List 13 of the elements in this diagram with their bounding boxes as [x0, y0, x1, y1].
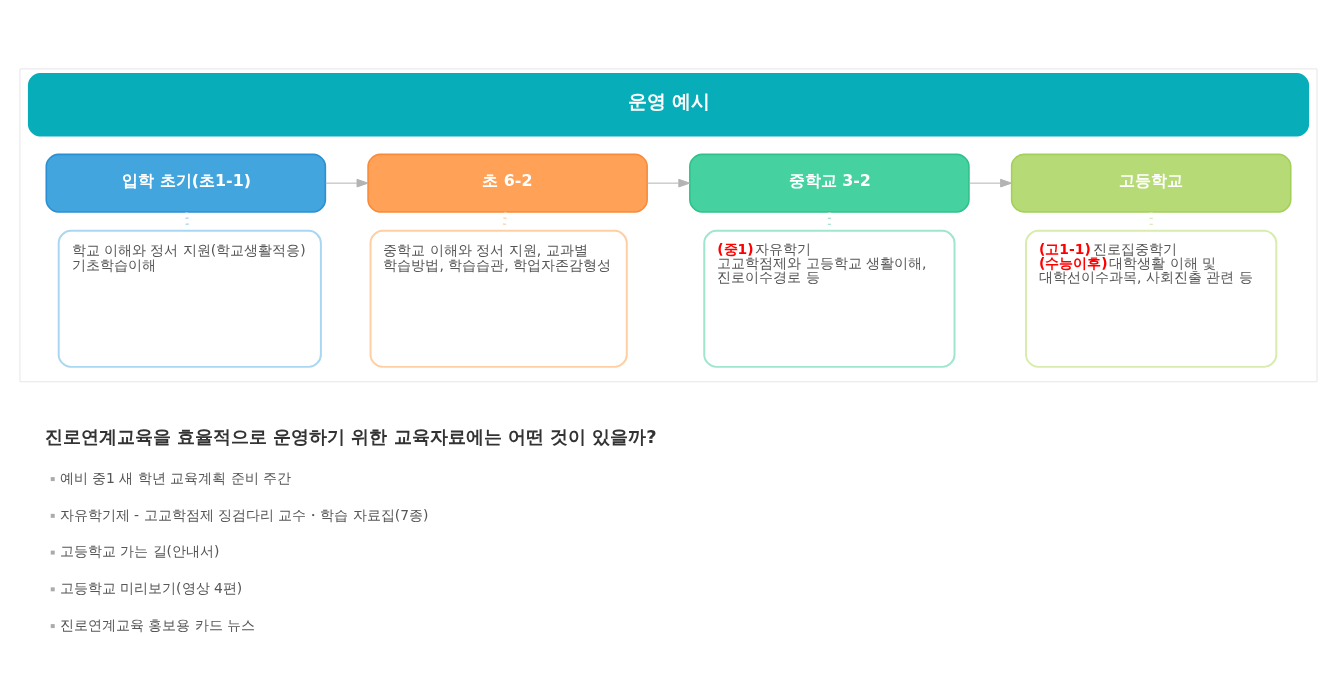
node-box: 초 6-2: [367, 153, 648, 213]
label: 진로연계교육 홍보용 카드 뉴스: [59, 616, 255, 633]
node-box: 중학교 3-2: [689, 153, 970, 213]
arrow: [646, 178, 691, 187]
label: 고등학교 가는 길(안내서): [59, 542, 220, 559]
node-box: 입학 초기(초1-1): [45, 153, 327, 213]
label: 진로연계교육을 효율적으로 운영하기 위한 교육자료에는 어떤 것이 있을까?: [44, 425, 657, 447]
label: 자유학기제 - 고교학점제 징검다리 교수・학습 자료집(7종): [59, 506, 429, 523]
arrow: [968, 178, 1012, 187]
label: 예비 중1 새 학년 교육계획 준비 주간: [59, 469, 292, 486]
arrow: [325, 178, 369, 187]
label: 고등학교 미리보기(영상 4편): [59, 579, 243, 596]
node-box: 고등학교: [1010, 153, 1292, 213]
